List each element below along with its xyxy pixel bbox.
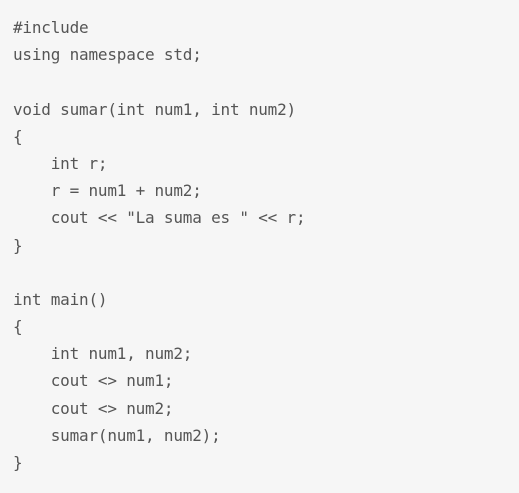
code-line-3: [13, 68, 519, 95]
code-line-13: int num1, num2;: [13, 344, 193, 364]
code-line-16: sumar(num1, num2);: [13, 425, 221, 445]
code-line-17: }: [13, 453, 23, 472]
code-line-15: cout <> num2;: [13, 398, 174, 418]
code-line-8: cout << "La suma es " << r;: [13, 208, 306, 228]
code-line-14: cout <> num1;: [13, 371, 174, 391]
code-line-1: #include: [13, 18, 89, 37]
code-line-4: void sumar(int num1, int num2): [13, 99, 296, 119]
code-line-7: r = num1 + num2;: [13, 181, 202, 201]
code-line-9: }: [13, 235, 23, 255]
code-line-10: [13, 259, 519, 286]
code-line-5: {: [13, 126, 23, 146]
code-line-6: int r;: [13, 153, 108, 173]
code-line-12: {: [13, 317, 23, 337]
code-line-11: int main(): [13, 289, 108, 309]
code-line-2: using namespace std;: [13, 45, 202, 65]
